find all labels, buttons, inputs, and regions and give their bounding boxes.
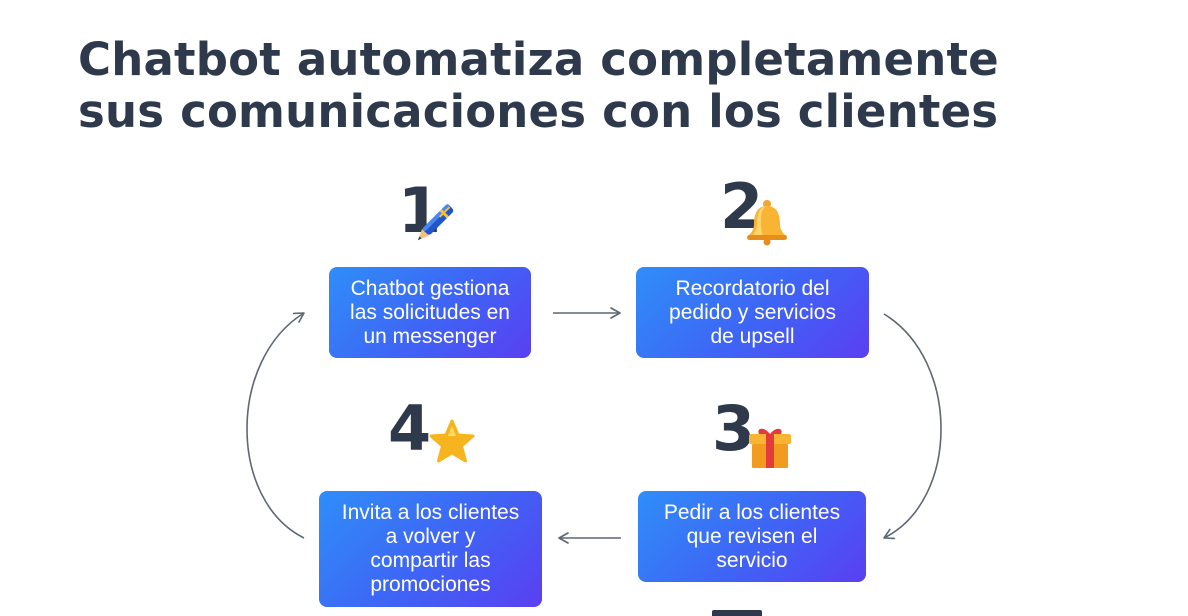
bottom-partial-shape [712,610,762,616]
step-1-text: Chatbot gestiona las solicitudes en un m… [350,276,510,348]
step-4-card: Invita a los clientes a volver y compart… [319,491,542,607]
step-2-card: Recordatorio del pedido y servicios de u… [636,267,869,358]
step-3-text: Pedir a los clientes que revisen el serv… [663,500,841,572]
gift-icon [749,428,791,468]
step-2-text: Recordatorio del pedido y servicios de u… [669,276,836,348]
arrow-4-to-1 [246,312,305,539]
arrow-2-to-3 [883,313,942,540]
star-icon [429,419,475,463]
step-1-card: Chatbot gestiona las solicitudes en un m… [329,267,531,358]
title-line-1: Chatbot automatiza completamente [78,33,999,86]
step-4-text: Invita a los clientes a volver y compart… [341,501,520,596]
step-1-number: 1 [398,174,442,247]
step-3-number: 3 [712,392,756,465]
title-line-2: sus comunicaciones con los clientes [78,85,999,138]
step-4-number: 4 [388,392,432,465]
page-title: Chatbot automatiza completamente sus com… [78,34,1138,138]
pen-icon [417,204,454,241]
step-3-card: Pedir a los clientes que revisen el serv… [638,491,866,582]
bell-icon [747,200,787,246]
